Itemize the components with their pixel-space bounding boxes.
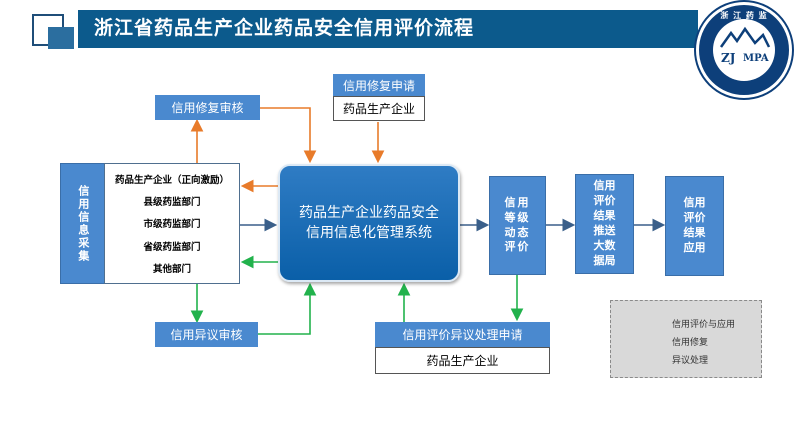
- repair-request-label: 信用修复申请: [333, 74, 425, 96]
- logo-zj: ZJ: [721, 51, 736, 65]
- objection-request-entity: 药品生产企业: [375, 347, 550, 374]
- zjmpa-logo: 浙 江 药 监 ZJ MPA: [696, 2, 792, 98]
- legend-label-repair: 信用修复: [672, 338, 709, 348]
- collection-box: 信用信息采集: [60, 163, 105, 284]
- page-title: 浙江省药品生产企业药品安全信用评价流程: [78, 10, 698, 46]
- logo-mpa: MPA: [743, 53, 769, 64]
- result-application-box: 信用评价结果应用: [665, 176, 724, 276]
- logo-top-text: 浙 江 药 监: [720, 11, 768, 20]
- department-item: 药品生产企业（正向激励）: [114, 175, 229, 187]
- objection-request-label: 信用评价异议处理申请: [375, 322, 550, 347]
- system-title-line1: 药品生产企业药品安全: [299, 204, 439, 221]
- legend-label-objection: 异议处理: [672, 356, 709, 366]
- repair-request-entity: 药品生产企业: [333, 96, 425, 121]
- header-decoration-fill: [48, 27, 74, 49]
- department-item: 省级药监部门: [143, 241, 201, 253]
- dynamic-evaluation-box: 信用等级动态评价: [489, 176, 546, 275]
- department-item: 县级药监部门: [143, 197, 201, 209]
- repair-review-box: 信用修复审核: [155, 95, 260, 120]
- title-underline: [78, 46, 718, 48]
- push-bigdata-box: 信用评价结果推送大数据局: [575, 174, 634, 274]
- mountain-icon: [719, 26, 771, 48]
- logo-emblem: ZJ MPA: [713, 19, 775, 81]
- arrow-objection-review-to-system: [258, 282, 317, 335]
- push-bigdata-label: 信用评价结果推送大数据局: [593, 179, 616, 267]
- dynamic-evaluation-label: 信用等级动态评价: [504, 195, 531, 254]
- system-title-line2: 信用信息化管理系统: [306, 225, 432, 241]
- legend: [610, 300, 762, 378]
- credit-management-system: 药品生产企业药品安全 信用信息化管理系统: [278, 164, 460, 282]
- collection-label: 信用信息采集: [76, 184, 90, 263]
- department-list: 药品生产企业（正向激励） 县级药监部门 市级药监部门 省级药监部门 其他部门: [104, 163, 240, 284]
- objection-review-box: 信用异议审核: [155, 322, 258, 347]
- legend-label-evaluation: 信用评价与应用: [672, 320, 736, 330]
- result-application-label: 信用评价结果应用: [683, 196, 706, 254]
- department-item: 市级药监部门: [143, 219, 201, 231]
- arrow-repair-review-to-system: [260, 107, 317, 164]
- department-item: 其他部门: [152, 263, 191, 275]
